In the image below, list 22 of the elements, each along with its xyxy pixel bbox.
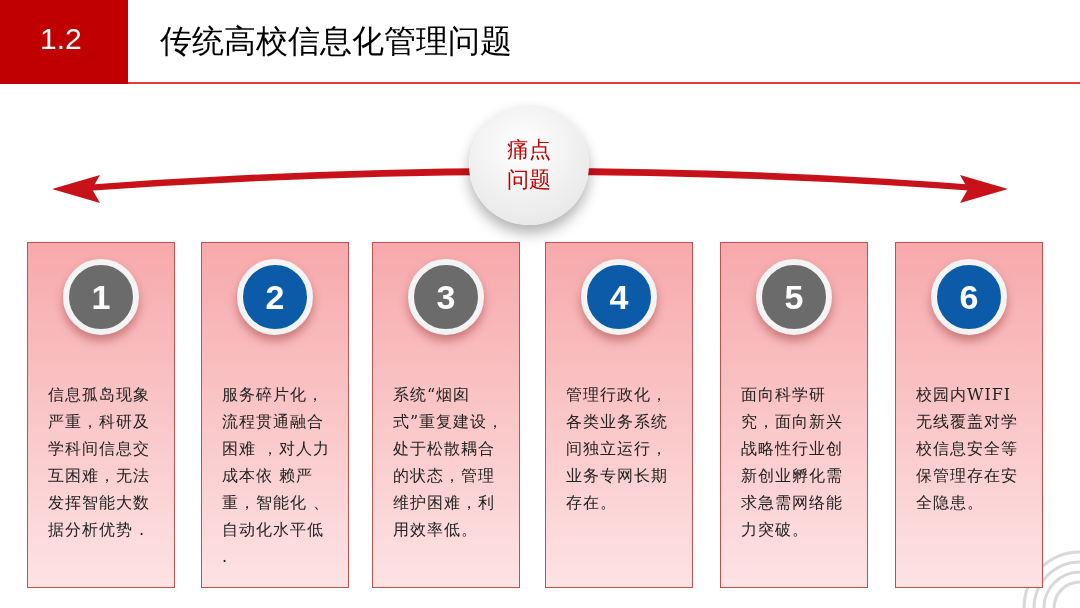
number-badge: 2 bbox=[237, 259, 313, 335]
card-text: 系统“烟囱式”重复建设，处于松散耦合的状态，管理维护困难，利用效率低。 bbox=[393, 384, 505, 541]
title: 传统高校信息化管理问题 bbox=[160, 21, 512, 62]
circle-label: 痛点问题 bbox=[506, 136, 552, 194]
section-number: 1.2 bbox=[40, 22, 82, 56]
card-text: 校园内WIFI无线覆盖对学校信息安全等保管理存在安全隐患。 bbox=[916, 384, 1019, 514]
problem-card bbox=[720, 242, 868, 588]
problem-card bbox=[545, 242, 693, 588]
card-text: 面向科学研究，面向新兴战略性行业创新创业孵化需求急需网络能力突破。 bbox=[741, 384, 844, 541]
center-circle bbox=[469, 105, 589, 225]
problem-card bbox=[201, 242, 349, 588]
number-badge: 1 bbox=[63, 259, 139, 335]
number-badge: 5 bbox=[756, 259, 832, 335]
problem-card bbox=[895, 242, 1043, 588]
card-text: 管理行政化，各类业务系统间独立运行，业务专网长期存在。 bbox=[566, 384, 669, 514]
card-text: 服务碎片化，流程贯通融合困难 ，对人力成本依 赖严重，智能化 、自动化水平低 . bbox=[222, 384, 332, 568]
card-text: 信息孤岛现象严重，科研及学科间信息交互困难，无法发挥智能大数据分析优势 . bbox=[48, 384, 151, 541]
number-badge: 3 bbox=[408, 259, 484, 335]
problem-card bbox=[27, 242, 175, 588]
number-badge: 4 bbox=[581, 259, 657, 335]
number-badge: 6 bbox=[931, 259, 1007, 335]
problem-card bbox=[372, 242, 520, 588]
